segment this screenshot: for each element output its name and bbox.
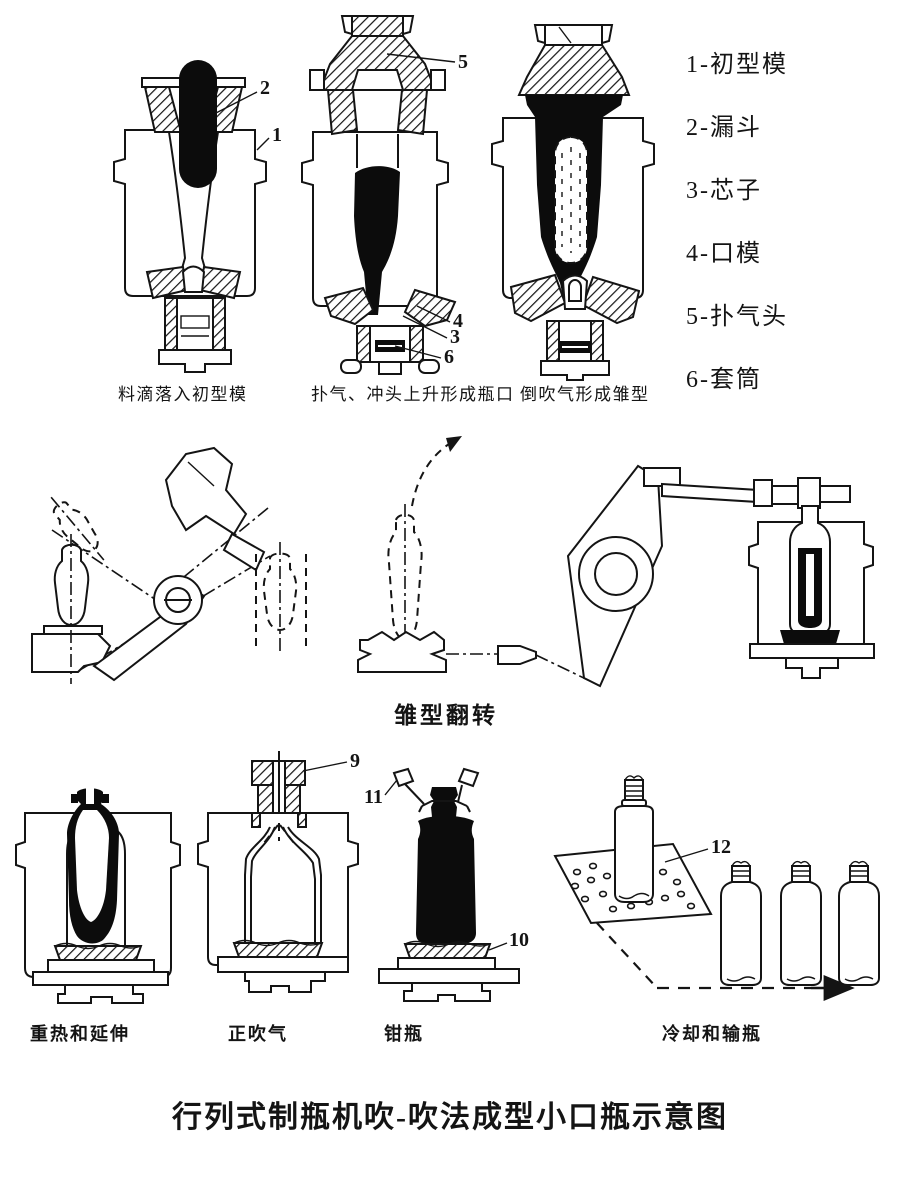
- mold-baseplate: [749, 643, 875, 659]
- caption-counter-blow: 倒吹气形成雏型: [520, 385, 650, 404]
- callout-blow-head: 9: [350, 750, 360, 772]
- blown-bottle-walls: [244, 823, 322, 943]
- legend-item-neck-ring: 4-口模: [686, 241, 762, 267]
- blank-mold-body: [113, 129, 267, 297]
- legend-item-settle-blow-head: 5-扑气头: [686, 304, 788, 330]
- final-blow-diagram: 9: [197, 750, 360, 993]
- caption-invert: 雏型翻转: [394, 703, 498, 728]
- callout-blank-mold: 1: [272, 124, 282, 146]
- conveyor-path-arrow: [596, 922, 855, 1001]
- glass-gob: [179, 60, 217, 188]
- takeout-tongs-diagram: 11 10: [364, 767, 529, 1002]
- glass-parison: [354, 166, 400, 315]
- legend: 1-初型模 2-漏斗 3-芯子 4-口模 5-扑气头 6-套筒: [686, 44, 788, 394]
- settle-blow-diagram: 5 4 3 6: [301, 15, 468, 375]
- caption-cooling: 冷却和输瓶: [662, 1024, 762, 1044]
- callout-sleeve: 6: [444, 346, 454, 368]
- callout-funnel: 2: [260, 77, 270, 99]
- callout-tongs: 11: [364, 786, 383, 808]
- neck-ring-pedestal: [357, 630, 447, 673]
- bottom-plate: [217, 939, 349, 993]
- caption-reheat: 重热和延伸: [30, 1024, 130, 1044]
- conveyed-bottles: [720, 860, 880, 986]
- bottom-plate: [32, 942, 169, 1004]
- invert-motion-arrow: [411, 441, 453, 507]
- final-blow-head: [251, 751, 306, 814]
- settle-blow-head: [309, 15, 446, 136]
- blank-mold-gob-drop-diagram: 2 1: [113, 60, 282, 373]
- invert-arm-mechanism-diagram: [31, 446, 307, 684]
- base-bracket: [31, 633, 112, 673]
- blow-head: [517, 24, 631, 96]
- stretching-parison: [67, 788, 119, 944]
- figure-title: 行列式制瓶机吹-吹法成型小口瓶示意图: [172, 1101, 728, 1134]
- arm-holder: [222, 532, 266, 572]
- neck-ring-plunger-sleeve: [323, 286, 457, 375]
- finished-bottle: [416, 787, 476, 944]
- caption-settle-blow: 扑气、冲头上升形成瓶口: [311, 385, 515, 404]
- legend-item-plunger: 3-芯子: [686, 178, 762, 204]
- counter-blow-diagram: [491, 24, 655, 381]
- arm-casting: [164, 446, 248, 536]
- invert-shaft-inner: [594, 552, 638, 596]
- reheat-stretch-diagram: [15, 788, 181, 1004]
- connector: [497, 645, 537, 665]
- neck-ring-assembly: [145, 265, 242, 373]
- takeout-tongs: [392, 767, 480, 813]
- neck-ring-assembly: [509, 273, 641, 381]
- dead-plate-holes: [570, 862, 696, 913]
- callout-neck-ring: 4: [453, 310, 463, 332]
- carrier-arm: [661, 482, 759, 504]
- legend-item-sleeve: 6-套筒: [686, 367, 762, 393]
- callout-dead-plate: 12: [711, 836, 731, 858]
- legend-item-funnel: 2-漏斗: [686, 115, 762, 141]
- legend-item-blank-mold: 1-初型模: [686, 52, 788, 78]
- caption-takeout: 钳瓶: [384, 1024, 424, 1044]
- cooling-conveying-diagram: 12: [553, 775, 880, 1001]
- callout-bottom-plate: 10: [509, 929, 529, 951]
- caption-gob-drop: 料滴落入初型模: [118, 385, 248, 404]
- parison-invert-diagram: [357, 436, 875, 688]
- callout-plunger: 3: [450, 326, 460, 348]
- bottle-on-dead-plate: [614, 775, 654, 903]
- bottom-plate: [378, 940, 520, 1002]
- callout-settle-blow-head: 5: [458, 51, 468, 73]
- caption-final-blow: 正吹气: [228, 1024, 288, 1044]
